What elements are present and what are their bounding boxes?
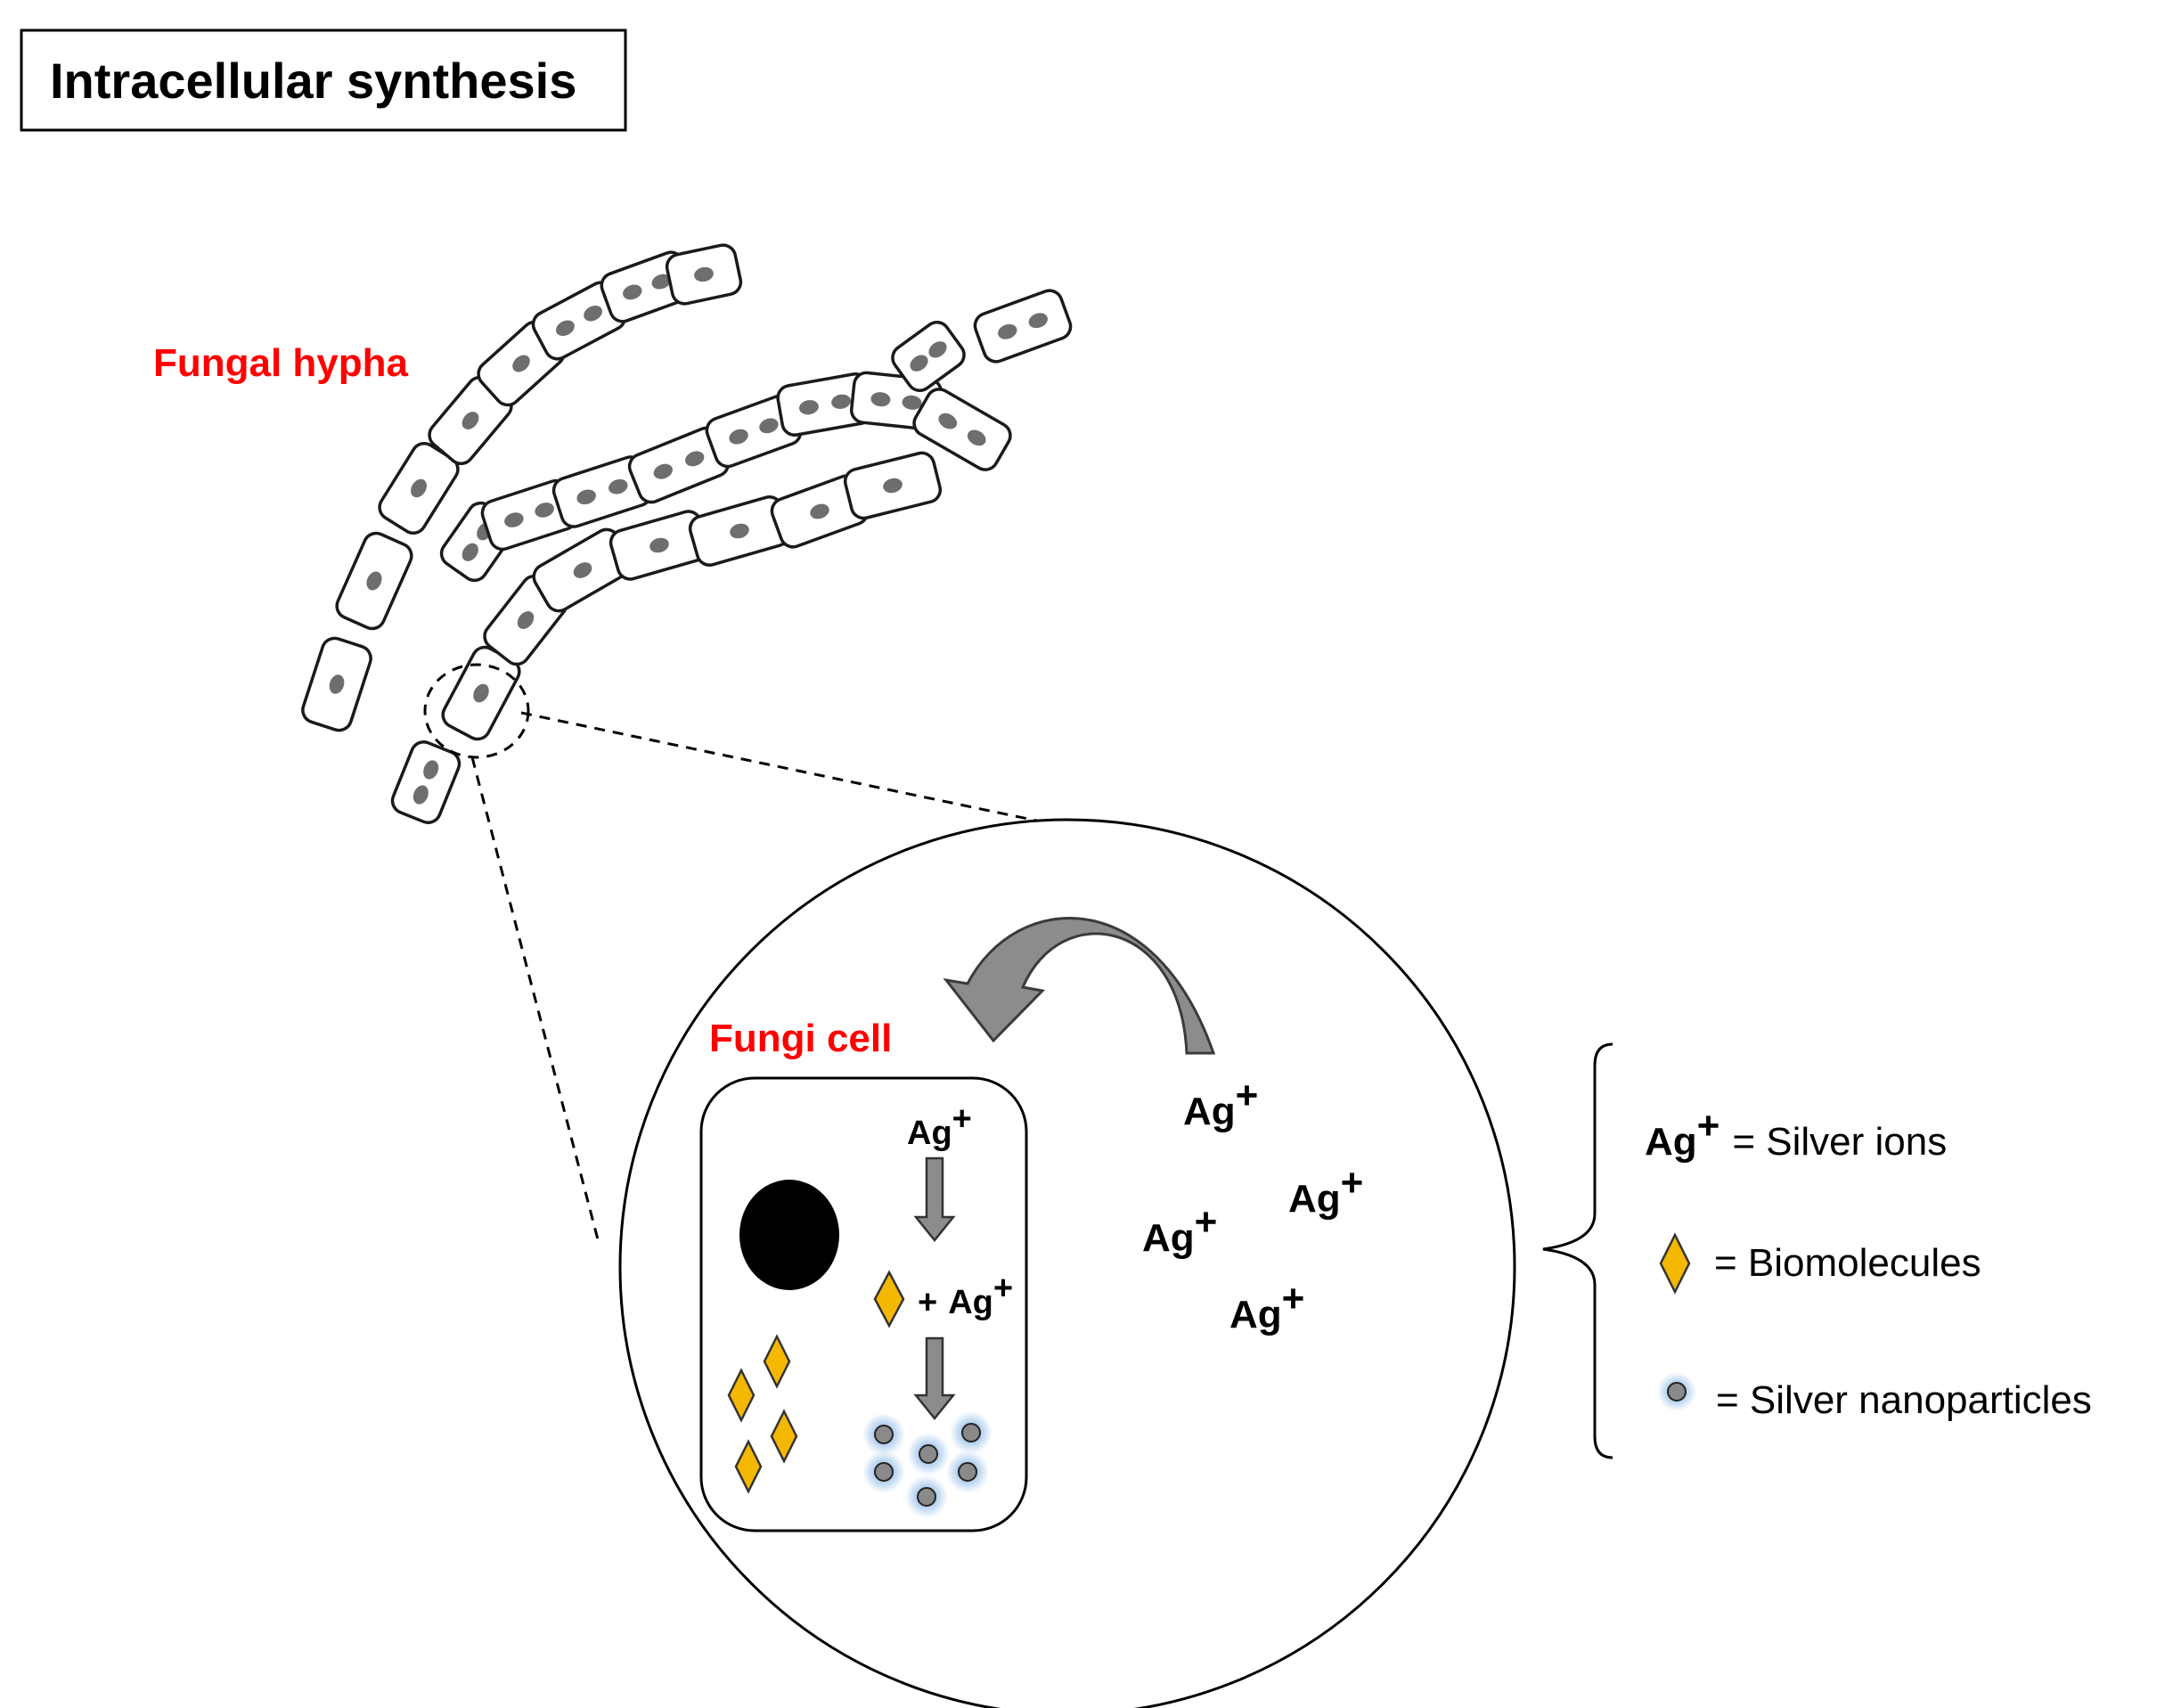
ag-ion-free: Ag+ bbox=[1288, 1161, 1363, 1221]
hypha-segment bbox=[705, 394, 803, 469]
cell-biomolecules bbox=[727, 1334, 798, 1494]
hypha-segment bbox=[609, 510, 710, 581]
hypha-segment bbox=[973, 289, 1073, 364]
glowing-dot-icon bbox=[946, 1451, 989, 1493]
hypha-segment bbox=[301, 636, 372, 732]
ag-ion-free: Ag+ bbox=[1142, 1200, 1217, 1260]
hypha-segment bbox=[627, 426, 731, 504]
title: Intracellular synthesis bbox=[50, 53, 576, 109]
hypha-segment bbox=[390, 740, 462, 824]
zoom-indicator bbox=[423, 663, 1041, 1244]
diamond-icon bbox=[734, 1439, 763, 1494]
glowing-dot-icon bbox=[905, 1475, 948, 1518]
hypha-segment bbox=[776, 372, 874, 437]
zoom-line-bottom bbox=[470, 756, 600, 1244]
diamond-icon bbox=[873, 1270, 905, 1328]
cell-nanoparticles bbox=[862, 1411, 992, 1518]
hypha-segment bbox=[688, 495, 791, 567]
hypha-segment bbox=[335, 531, 413, 631]
fungi-cell-label: Fungi cell bbox=[709, 1017, 892, 1060]
glowing-dot-icon bbox=[862, 1451, 905, 1493]
down-arrow-icon bbox=[913, 1336, 956, 1420]
reaction-sequence: Ag+ +Ag+ bbox=[873, 1100, 1013, 1420]
hypha-segment bbox=[843, 451, 943, 520]
glowing-dot-icon bbox=[907, 1433, 950, 1475]
glowing-dot-icon bbox=[950, 1411, 992, 1454]
hypha-segment bbox=[441, 645, 521, 741]
legend: Ag+= Silver ions = Biomolecules = Silver… bbox=[1645, 1104, 2092, 1422]
hypha-segment bbox=[891, 320, 966, 393]
diamond-icon bbox=[770, 1409, 798, 1464]
diamond-icon bbox=[727, 1368, 756, 1423]
title-box: Intracellular synthesis bbox=[20, 29, 627, 132]
free-silver-ions: Ag+ Ag+ Ag+ Ag+ bbox=[1142, 1074, 1363, 1336]
ag-ion-free: Ag+ bbox=[1229, 1277, 1304, 1336]
hypha-segment bbox=[428, 375, 513, 466]
ag-ion-reaction: +Ag+ bbox=[918, 1270, 1013, 1321]
glowing-dot-icon bbox=[1657, 1372, 1696, 1411]
ag-ion-free: Ag+ bbox=[1183, 1074, 1258, 1133]
cell-nucleus bbox=[739, 1180, 839, 1290]
legend-brace bbox=[1542, 1042, 1613, 1459]
legend-silver-nanoparticles: = Silver nanoparticles bbox=[1716, 1378, 2092, 1422]
down-arrow-icon bbox=[913, 1156, 956, 1242]
glowing-dot-icon bbox=[862, 1413, 905, 1456]
legend-silver-ions: Ag+= Silver ions bbox=[1645, 1104, 1947, 1164]
fungal-hypha-label: Fungal hypha bbox=[153, 341, 409, 385]
ag-ion-top: Ag+ bbox=[907, 1100, 972, 1152]
legend-biomolecules: = Biomolecules bbox=[1714, 1241, 1981, 1285]
curved-arrow-icon bbox=[943, 917, 1216, 1055]
diamond-icon bbox=[1659, 1232, 1691, 1295]
hypha-segment bbox=[912, 388, 1012, 471]
fungal-hyphae bbox=[301, 243, 1073, 824]
zoom-ellipse bbox=[423, 663, 530, 759]
hypha-segment bbox=[551, 455, 653, 528]
zoom-line-top bbox=[520, 711, 1041, 823]
hypha-segment bbox=[665, 243, 743, 306]
diamond-icon bbox=[763, 1334, 791, 1389]
